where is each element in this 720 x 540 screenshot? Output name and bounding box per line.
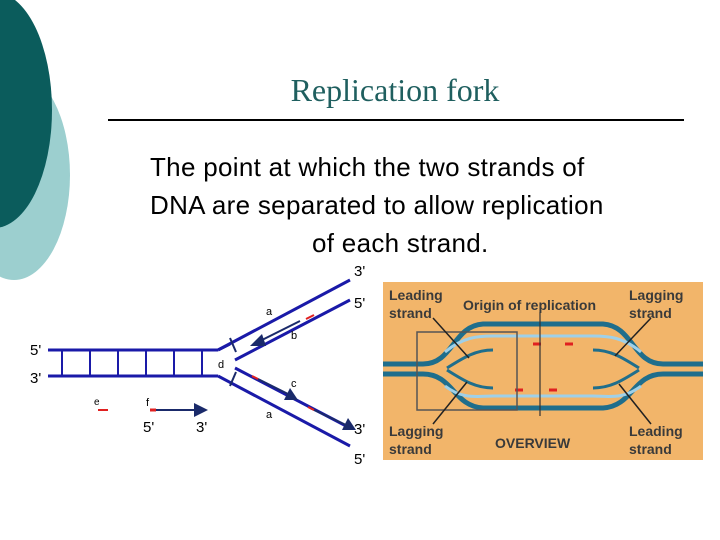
label-bottom-5: 5' [354, 451, 365, 468]
slide-body: The point at which the two strands of DN… [150, 148, 710, 262]
body-line-2: DNA are separated to allow replication [150, 186, 710, 224]
replication-overview-diagram: Leading strand Origin of replication Lag… [383, 282, 703, 460]
label-c: c [291, 378, 297, 390]
label-b: b [291, 330, 297, 342]
base-pair-rungs [62, 350, 202, 376]
label-overview: OVERVIEW [495, 435, 571, 451]
label-a-bottom: a [266, 409, 273, 421]
body-line-3: of each strand. [150, 224, 710, 262]
label-top-3: 3' [354, 263, 365, 280]
strand-a-arrow [310, 408, 348, 426]
label-left-3: 3' [30, 370, 41, 387]
slide-title: Replication fork [200, 72, 590, 109]
arrowhead-f [194, 403, 208, 417]
label-top-5: 5' [354, 295, 365, 312]
label-bottom-3: 3' [354, 421, 365, 438]
upper-strand-outer [218, 280, 350, 350]
label-primer-5: 5' [143, 419, 154, 436]
label-origin: Origin of replication [463, 297, 596, 313]
strand-c-arrow [258, 379, 292, 396]
label-f: f [146, 397, 150, 409]
title-divider [108, 119, 684, 121]
arrowhead-b [250, 334, 266, 346]
label-a-top: a [266, 306, 273, 318]
body-line-1: The point at which the two strands of [150, 148, 710, 186]
corner-decoration [0, 0, 90, 300]
label-e: e [94, 397, 100, 408]
label-primer-3: 3' [196, 419, 207, 436]
label-left-5: 5' [30, 342, 41, 359]
label-d: d [218, 359, 224, 371]
lower-strand-outer [218, 376, 350, 446]
replication-fork-diagram: 3' 5' 5' 3' 3' 5' 5' 3' a b c d a e f [0, 258, 380, 473]
